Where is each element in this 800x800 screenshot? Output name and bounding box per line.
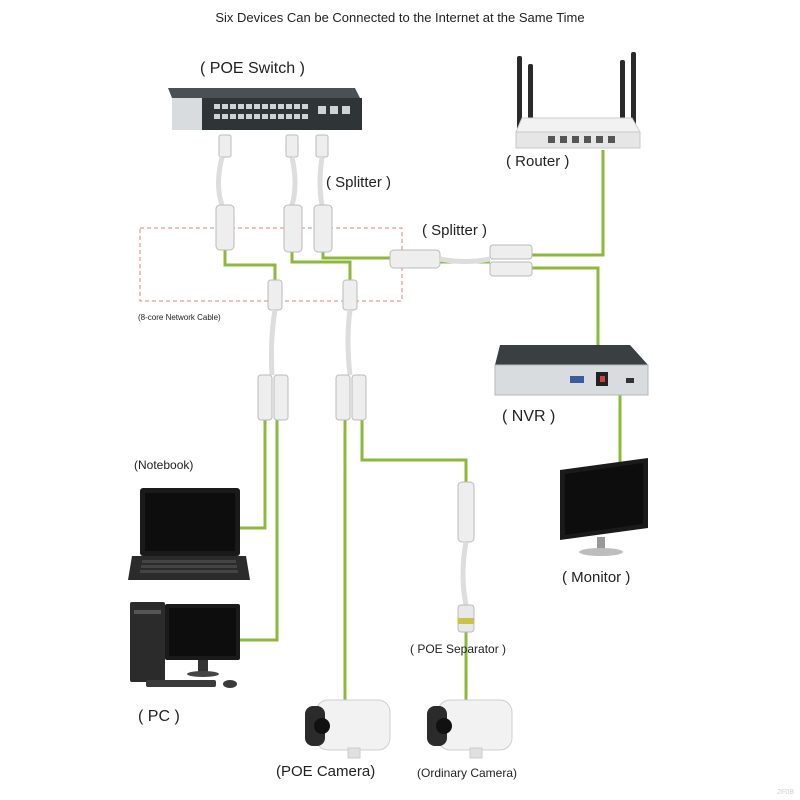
diagram-title: Six Devices Can be Connected to the Inte… [215, 10, 585, 25]
notebook-label: (Notebook) [134, 458, 194, 472]
poe-separator-icon [457, 481, 475, 633]
cable-notebook [240, 420, 267, 530]
lower-splitter-icon [257, 279, 367, 421]
monitor-label: ( Monitor ) [562, 569, 631, 586]
splitter-top-label: ( Splitter ) [326, 174, 392, 191]
router-icon [515, 52, 641, 149]
network-cable-label: (8-core Network Cable) [138, 313, 221, 322]
cable-splitter-nvr [530, 266, 600, 345]
pc-label: ( PC ) [138, 708, 180, 725]
router-label: ( Router ) [506, 153, 570, 170]
splitter-mid-label: ( Splitter ) [422, 222, 488, 239]
cable-switch-mid-splitter [290, 252, 352, 285]
poe-camera-label: (POE Camera) [276, 763, 376, 780]
cables [223, 150, 622, 700]
nvr-icon [494, 345, 649, 396]
monitor-icon [560, 458, 648, 556]
poe-separator-label: ( POE Separator ) [410, 642, 507, 656]
ordinary-camera-icon [427, 699, 513, 759]
cable-ordinary-camera-a [360, 420, 468, 482]
cable-pc [240, 420, 279, 642]
splitter-mid-icon [389, 244, 533, 277]
ordinary-camera-label: (Ordinary Camera) [417, 766, 518, 780]
splitter-icon [215, 134, 333, 253]
poe-camera-icon [305, 699, 391, 759]
cable-router-splitter [530, 150, 605, 257]
notebook-icon [128, 488, 250, 580]
cable-switch-left-splitter [223, 250, 277, 285]
nvr-label: ( NVR ) [502, 408, 556, 425]
pc-icon [130, 602, 240, 688]
poe-switch-label: ( POE Switch ) [200, 60, 305, 77]
poe-switch-icon [168, 88, 362, 130]
cable-switch-right [321, 252, 390, 260]
watermark: 2F0B [777, 789, 794, 796]
